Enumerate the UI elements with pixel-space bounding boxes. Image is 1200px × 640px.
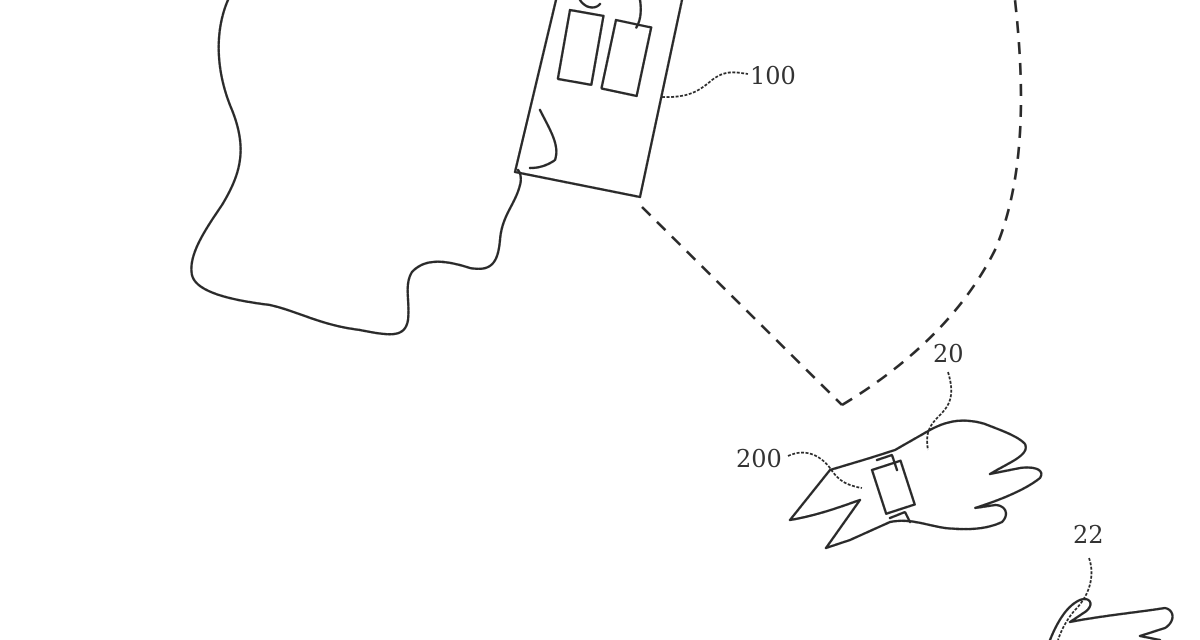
field-of-view-arc [841, 0, 1023, 407]
headset-display-left [556, 8, 605, 87]
wrist-band [875, 453, 912, 524]
headset-display-right [600, 18, 653, 98]
field-of-view-line [641, 206, 843, 406]
hand-20 [788, 419, 1043, 550]
leader-22 [1057, 557, 1093, 640]
leader-100 [661, 71, 749, 98]
label-user-hand: 20 [933, 340, 964, 368]
headset-top-detail [578, 0, 642, 30]
headset-strap [528, 108, 558, 170]
head-outline [190, 0, 523, 336]
label-headset: 100 [750, 62, 796, 90]
wrist-device-200 [870, 459, 916, 515]
headset-device [513, 0, 684, 199]
hand-22 [1048, 597, 1174, 640]
leader-200 [787, 451, 863, 489]
label-wrist-device: 200 [736, 445, 782, 473]
leader-20 [926, 371, 953, 451]
label-other-hand: 22 [1073, 521, 1104, 549]
